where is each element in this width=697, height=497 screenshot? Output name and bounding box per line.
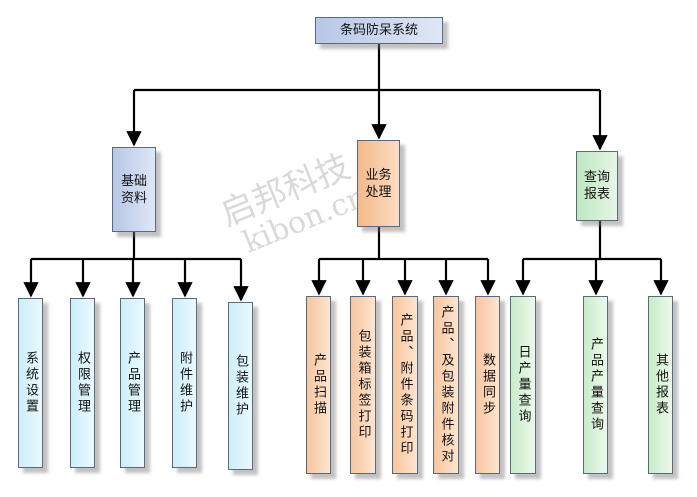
leaf-label: 权限管理 bbox=[75, 351, 90, 415]
leaf-product-output-query[interactable]: 产品产量查询 bbox=[583, 296, 608, 474]
leaf-label: 日产量查询 bbox=[515, 345, 531, 425]
category-node-business[interactable]: 业务 处理 bbox=[357, 140, 400, 227]
leaf-daily-output-query[interactable]: 日产量查询 bbox=[510, 296, 536, 474]
leaf-label: 其他报表 bbox=[653, 353, 668, 417]
root-node[interactable]: 条码防呆系统 bbox=[315, 17, 443, 44]
leaf-package-check[interactable]: 产品、及包装附件核对 bbox=[433, 296, 459, 474]
leaf-permission-management[interactable]: 权限管理 bbox=[70, 298, 95, 468]
leaf-barcode-print[interactable]: 产品、附件条码打印 bbox=[392, 296, 418, 474]
category-label: 业务 处理 bbox=[365, 167, 392, 200]
root-label: 条码防呆系统 bbox=[339, 23, 418, 38]
leaf-product-management[interactable]: 产品管理 bbox=[120, 298, 145, 468]
leaf-label: 系统设置 bbox=[23, 351, 38, 415]
leaf-accessory-maintenance[interactable]: 附件维护 bbox=[172, 298, 197, 468]
leaf-label: 产品、附件条码打印 bbox=[397, 313, 413, 457]
category-label: 基础 资料 bbox=[120, 173, 147, 206]
leaf-label: 产品、及包装附件核对 bbox=[438, 305, 454, 465]
category-label: 查询 报表 bbox=[583, 170, 610, 202]
leaf-label: 产品管理 bbox=[125, 351, 140, 415]
category-node-basic-data[interactable]: 基础 资料 bbox=[112, 147, 156, 232]
leaf-other-reports[interactable]: 其他报表 bbox=[648, 296, 673, 474]
leaf-label: 产品扫描 bbox=[311, 353, 326, 417]
leaf-label: 包装维护 bbox=[233, 354, 248, 418]
leaf-product-scan[interactable]: 产品扫描 bbox=[306, 296, 331, 474]
leaf-label: 包装箱标签打印 bbox=[355, 329, 371, 441]
leaf-packaging-maintenance[interactable]: 包装维护 bbox=[228, 302, 253, 470]
leaf-label: 附件维护 bbox=[177, 351, 192, 415]
category-node-reports[interactable]: 查询 报表 bbox=[576, 151, 618, 221]
leaf-data-sync[interactable]: 数据同步 bbox=[475, 296, 500, 474]
leaf-label: 数据同步 bbox=[480, 353, 495, 417]
leaf-box-label-print[interactable]: 包装箱标签打印 bbox=[350, 296, 376, 474]
leaf-label: 产品产量查询 bbox=[588, 337, 603, 433]
leaf-system-settings[interactable]: 系统设置 bbox=[18, 298, 43, 468]
